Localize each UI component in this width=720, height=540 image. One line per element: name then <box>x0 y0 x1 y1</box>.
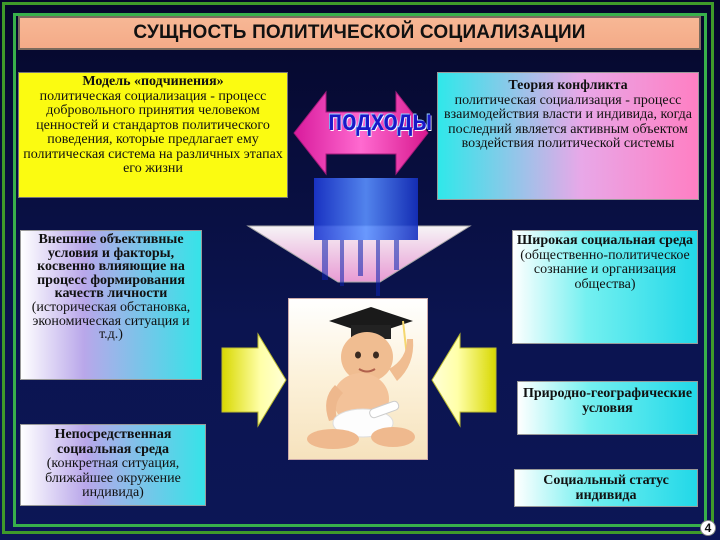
page-number: 4 <box>700 520 716 536</box>
slide-title: СУЩНОСТЬ ПОЛИТИЧЕСКОЙ СОЦИАЛИЗАЦИИ <box>18 16 701 50</box>
conflict-theory-heading: Теория конфликта <box>508 78 628 93</box>
inner-frame <box>13 13 707 527</box>
immediate-environment-text: (конкретная ситуация, ближайшее окружени… <box>45 456 181 500</box>
broad-environment-text: (общественно-политическое сознание и орг… <box>520 247 690 292</box>
immediate-environment-heading: Непосредственная социальная среда <box>54 427 172 457</box>
baby-in-graduation-cap-icon <box>307 307 415 449</box>
left-arrow <box>221 332 287 428</box>
social-status-box: Социальный статус индивида <box>514 469 698 507</box>
natural-geographic-box: Природно-географические условия <box>517 381 698 435</box>
double-headed-arrow <box>293 90 429 176</box>
subordination-model-heading: Модель «подчинения» <box>82 74 224 89</box>
immediate-environment-box: Непосредственная социальная среда (конкр… <box>20 424 206 506</box>
social-status-heading: Социальный статус индивида <box>543 473 669 503</box>
baby-photo <box>288 298 428 460</box>
external-conditions-heading: Внешние объективные условия и факторы, к… <box>37 232 185 302</box>
subordination-model-box: Модель «подчинения» политическая социали… <box>18 72 288 198</box>
external-conditions-box: Внешние объективные условия и факторы, к… <box>20 230 202 380</box>
broad-environment-box: Широкая социальная среда (общественно-по… <box>512 230 698 344</box>
subordination-model-text: политическая социализация - процесс добр… <box>23 88 283 176</box>
right-arrow <box>431 332 497 428</box>
natural-geographic-heading: Природно-географические условия <box>522 386 693 416</box>
conflict-theory-box: Теория конфликта политическая социализац… <box>437 72 699 200</box>
approaches-label: подходы <box>328 104 433 137</box>
broad-environment-heading: Широкая социальная среда <box>516 233 694 248</box>
external-conditions-text: (историческая обстановка, экономическая … <box>31 299 191 343</box>
blue-reflection <box>314 178 418 240</box>
outer-frame <box>2 2 714 534</box>
conflict-theory-text: политическая социализация - процесс взаи… <box>444 92 692 151</box>
